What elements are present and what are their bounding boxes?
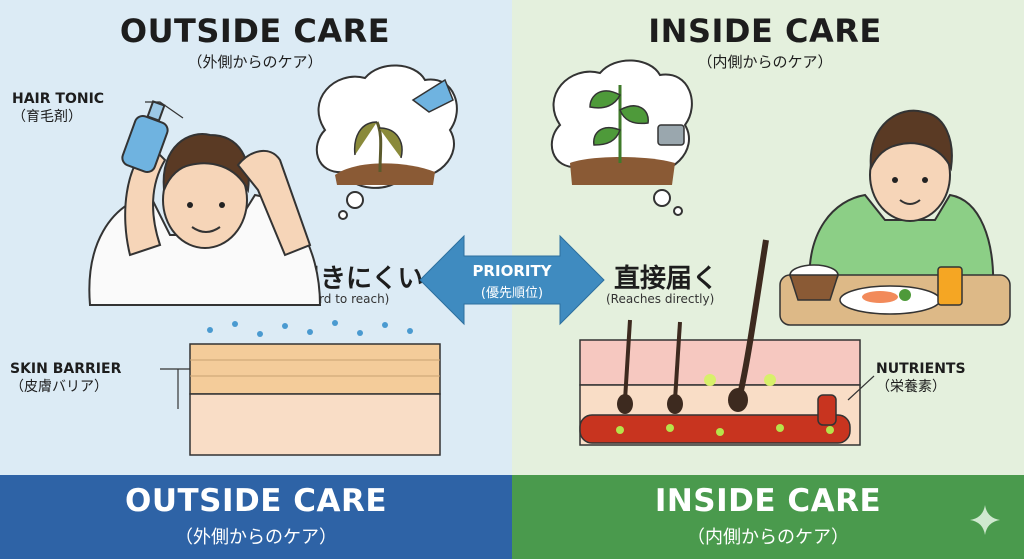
inside-care-footer-title: INSIDE CARE [654,483,882,519]
skin-barrier-text: SKIN BARRIER [10,361,122,377]
hair-tonic-label: HAIR TONIC （育毛剤） [12,90,104,126]
skin-barrier-jp-text: （皮膚バリア） [10,379,108,395]
inside-care-footer-subtitle: （内側からのケア） [687,527,849,548]
skin-barrier-label: SKIN BARRIER （皮膚バリア） [10,360,121,396]
wilted-plant-thought-bubble [315,64,458,220]
outside-care-subtitle: （外側からのケア） [187,53,323,71]
outside-care-heading: OUTSIDE CARE （外側からのケア） [110,12,400,72]
nutrients-text: NUTRIENTS [876,361,966,377]
nutrients-pointer [847,375,875,401]
outside-care-title: OUTSIDE CARE [119,12,391,50]
skin-barrier-cross-section [189,320,441,456]
healthy-plant-thought-bubble [550,59,693,216]
sparkle-icon [970,505,1000,535]
outside-care-footer: OUTSIDE CARE （外側からのケア） [0,475,512,559]
hair-tonic-pointer [145,101,184,119]
nutrients-jp-text: （栄養素） [876,379,946,395]
inside-care-heading: INSIDE CARE （内側からのケア） [620,12,910,72]
outside-care-footer-title: OUTSIDE CARE [124,483,388,519]
man-applying-hair-tonic [88,133,322,306]
priority-label: PRIORITY [472,262,552,280]
priority-jp-label: (優先順位) [480,286,544,301]
hair-tonic-text: HAIR TONIC [12,91,105,107]
skin-barrier-pointer [160,368,190,409]
hair-tonic-jp-text: （育毛剤） [12,109,82,125]
nutrients-label: NUTRIENTS （栄養素） [876,360,966,396]
priority-double-arrow [419,234,605,326]
inside-care-title: INSIDE CARE [648,12,882,50]
hair-tonic-bottle-icon [121,100,169,173]
outside-care-footer-subtitle: （外側からのケア） [175,527,337,548]
scalp-cross-section [579,239,861,446]
meal-tray [779,264,1011,326]
inside-care-subtitle: （内側からのケア） [697,53,833,71]
reaches-directly-jp: 直接届く [614,264,719,294]
inside-care-footer: INSIDE CARE （内側からのケア） [512,475,1024,559]
reaches-directly-en: (Reaches directly) [606,292,715,306]
